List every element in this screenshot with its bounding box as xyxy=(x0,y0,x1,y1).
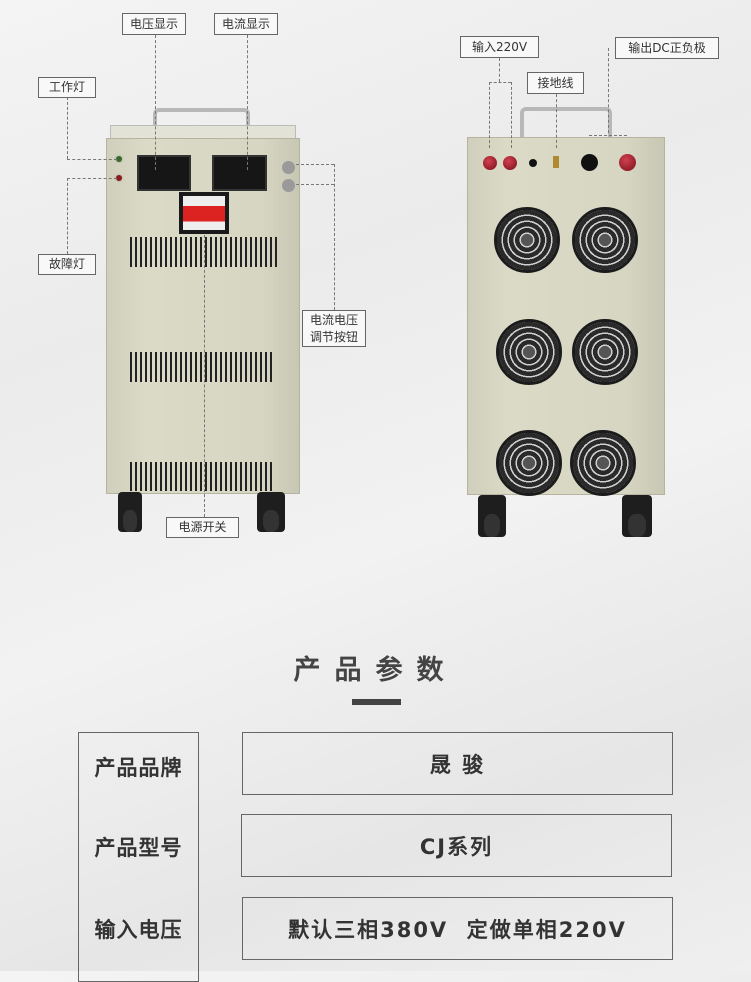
dc-negative-terminal xyxy=(581,154,598,171)
callout-input-220v: 输入220V xyxy=(460,36,539,58)
leader-line xyxy=(204,235,205,517)
leader-line xyxy=(499,58,500,82)
leader-line xyxy=(296,184,334,185)
leader-line xyxy=(247,35,248,170)
voltage-display-screen xyxy=(137,155,191,191)
wheel xyxy=(257,492,285,532)
param-value: 默认三相380V 定做单相220V xyxy=(242,897,673,960)
leader-line xyxy=(556,94,557,148)
back-body xyxy=(467,137,665,495)
wheel xyxy=(118,492,142,532)
leader-line xyxy=(296,164,334,165)
leader-line xyxy=(511,82,512,148)
param-label: 输入电压 xyxy=(94,918,183,942)
section-title: 产品参数 xyxy=(293,655,458,686)
cooling-fan xyxy=(570,430,636,496)
work-light-led xyxy=(116,156,122,162)
leader-line xyxy=(489,82,511,83)
param-label: 产品品牌 xyxy=(94,756,183,780)
param-label: 产品型号 xyxy=(94,836,183,860)
leader-line xyxy=(67,178,68,254)
leader-line xyxy=(489,82,490,148)
callout-power-switch: 电源开关 xyxy=(166,517,239,538)
port-hole xyxy=(529,159,537,167)
dc-positive-terminal xyxy=(619,154,636,171)
front-vent xyxy=(130,462,273,491)
leader-line xyxy=(67,97,68,159)
callout-adjust-line1: 电流电压 xyxy=(309,313,358,328)
current-adjust-knob[interactable] xyxy=(282,179,295,192)
fault-light-led xyxy=(116,175,122,181)
callout-current-display: 电流显示 xyxy=(214,13,278,35)
callout-work-light: 工作灯 xyxy=(38,77,96,98)
cooling-fan xyxy=(496,430,562,496)
cooling-fan xyxy=(494,207,560,273)
callout-fault-light: 故障灯 xyxy=(38,254,96,275)
callout-adjust-knobs: 电流电压 调节按钮 xyxy=(302,310,366,347)
cooling-fan xyxy=(572,319,638,385)
cooling-fan xyxy=(572,207,638,273)
leader-line xyxy=(608,48,609,133)
callout-voltage-display: 电压显示 xyxy=(122,13,186,35)
wheel xyxy=(478,495,506,537)
leader-line xyxy=(589,135,627,136)
front-vent xyxy=(130,237,277,267)
callout-dc-output: 输出DC正负极 xyxy=(615,37,719,59)
ac-input-terminal xyxy=(503,156,517,170)
wheel xyxy=(622,495,652,537)
ac-input-terminal xyxy=(483,156,497,170)
title-underline xyxy=(352,699,401,705)
front-vent xyxy=(130,352,273,382)
leader-line xyxy=(155,35,156,170)
leader-line xyxy=(67,178,117,179)
callout-adjust-line2: 调节按钮 xyxy=(309,329,358,344)
current-display-screen xyxy=(212,155,267,191)
param-value: CJ系列 xyxy=(241,814,672,877)
callout-ground-wire: 接地线 xyxy=(527,72,584,94)
voltage-adjust-knob[interactable] xyxy=(282,161,295,174)
power-switch[interactable] xyxy=(179,192,229,234)
param-value: 晟 骏 xyxy=(242,732,673,795)
leader-line xyxy=(67,159,117,160)
cooling-fan xyxy=(496,319,562,385)
ground-terminal xyxy=(553,156,559,168)
leader-line xyxy=(334,164,335,310)
back-handle xyxy=(520,107,612,139)
